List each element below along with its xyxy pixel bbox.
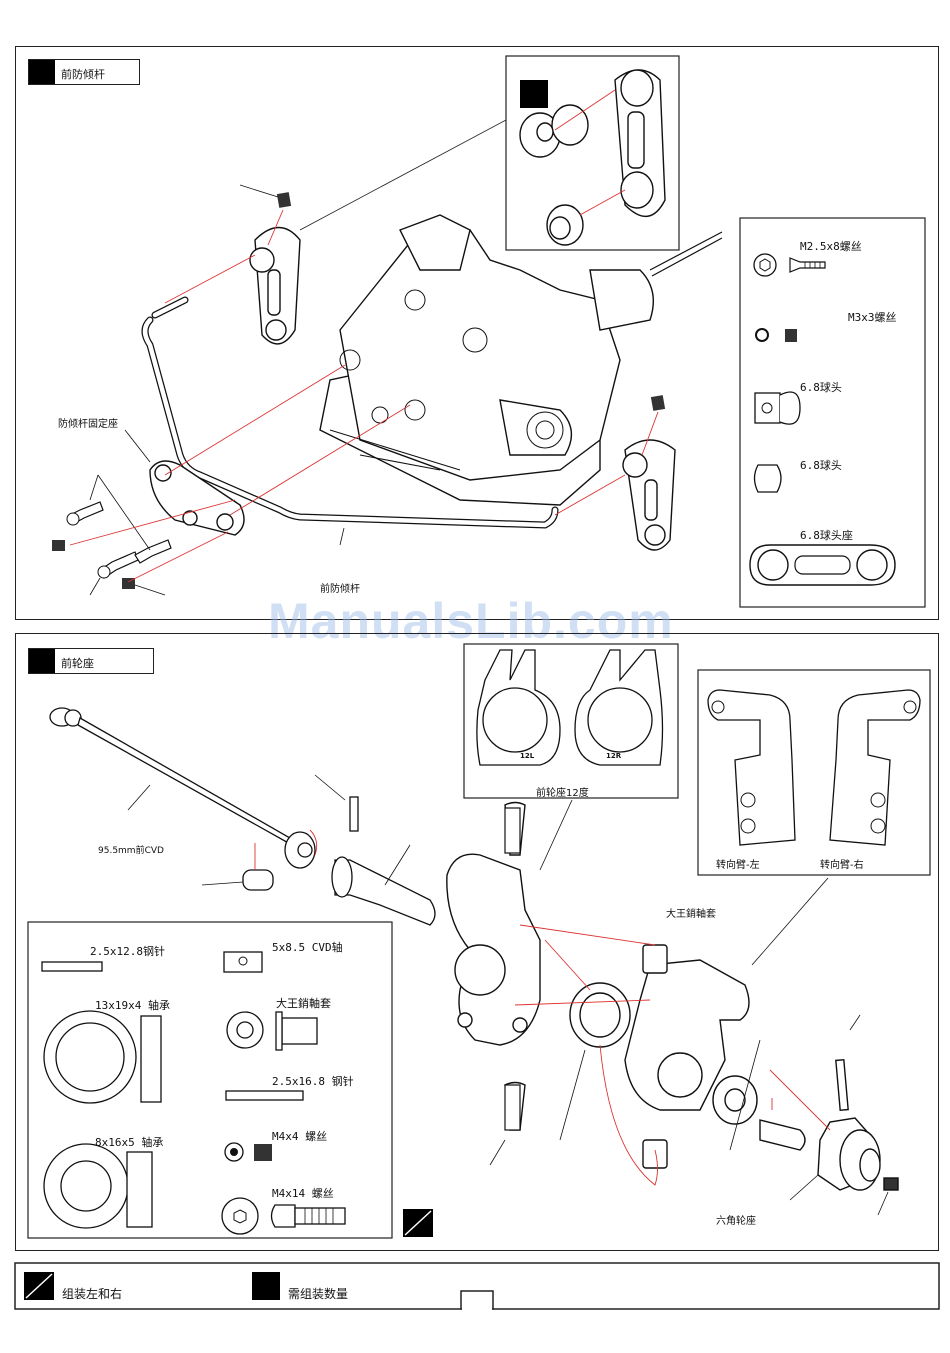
- kingpin-bushing-label: 大王銷軸套: [666, 905, 716, 920]
- legend-quantity-label: 需组装数量: [288, 1285, 348, 1302]
- part-label-m4x14-screw: M4x14 螺丝: [272, 1185, 334, 1201]
- part-label-m4x4-screw: M4x4 螺丝: [272, 1128, 327, 1144]
- steering-arm-left-label: 转向臂-左: [716, 856, 760, 871]
- hex-hub-label: 六角轮座: [716, 1212, 756, 1227]
- caster-block-label: 前轮座12度: [536, 784, 589, 799]
- part-label-bearing-13x19x4: 13x19x4 轴承: [95, 997, 170, 1013]
- part-label-bearing-8x16x5: 8x16x5 轴承: [95, 1134, 163, 1150]
- legend-both-sides-label: 组装左和右: [62, 1285, 122, 1302]
- part-label-kingpin-bushing: 大王銷軸套: [276, 995, 331, 1011]
- caster-mark-right: 12R: [606, 752, 621, 760]
- part-label-pin-16-8: 2.5x16.8 钢针: [272, 1073, 354, 1089]
- caster-mark-left: 12L: [520, 752, 534, 760]
- steering-arm-right-label: 转向臂-右: [820, 856, 864, 871]
- part-label-pin-12-8: 2.5x12.8钢针: [90, 943, 165, 959]
- part-label-cvd-pin: 5x8.5 CVD轴: [272, 939, 343, 955]
- cvd-label: 95.5mm前CVD: [98, 843, 164, 856]
